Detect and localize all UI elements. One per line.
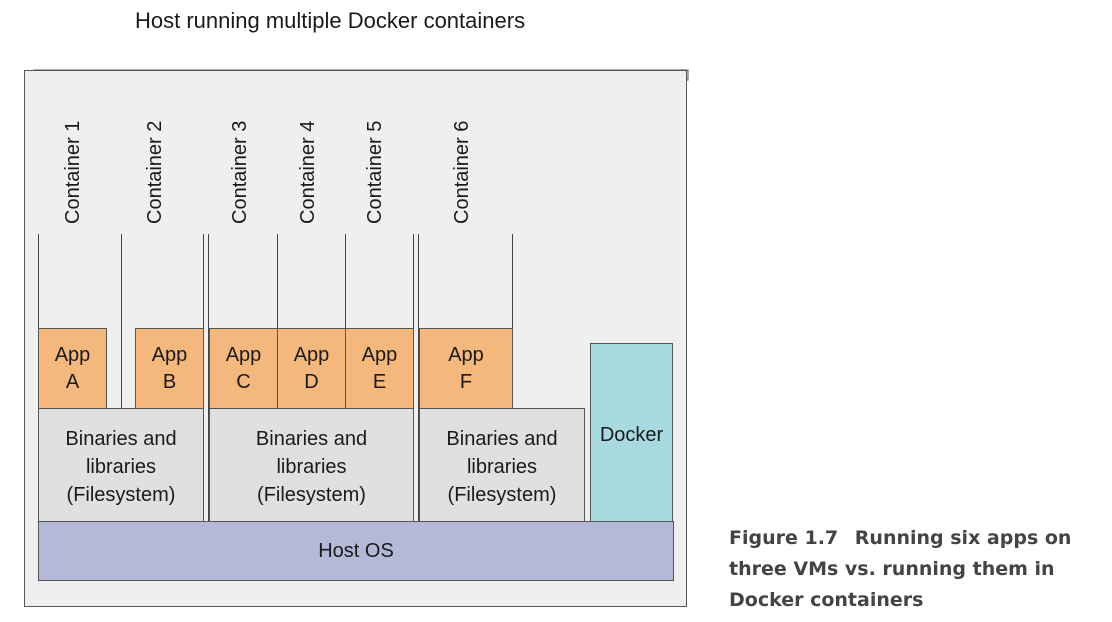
container-label-4: Container 4: [297, 120, 319, 224]
container-boundary-line: [512, 234, 513, 329]
binaries-line-1: Binaries and: [255, 428, 368, 450]
app-label: App: [225, 344, 262, 366]
app-box-e: App E: [345, 328, 414, 409]
app-box-c: App C: [209, 328, 278, 409]
binaries-line-3: (Filesystem): [257, 484, 366, 506]
binaries-box-3: Binaries and libraries (Filesystem): [419, 408, 585, 523]
binaries-line-3: (Filesystem): [447, 484, 557, 506]
container-boundary-line: [38, 234, 39, 329]
figure-caption: Figure 1.7 Running six apps on three VMs…: [729, 523, 1104, 616]
app-label: App: [448, 344, 484, 366]
app-letter: F: [459, 371, 473, 393]
app-label: App: [151, 344, 188, 366]
container-label-1: Container 1: [62, 120, 84, 224]
app-letter: C: [236, 371, 251, 393]
diagram-title: Host running multiple Docker containers: [135, 8, 526, 33]
figure-number: Figure 1.7: [729, 527, 839, 549]
container-label-2: Container 2: [144, 120, 166, 224]
binaries-box-2: Binaries and libraries (Filesystem): [209, 408, 414, 523]
container-label-3: Container 3: [229, 120, 251, 224]
app-label: App: [293, 344, 330, 366]
host-os-bar: Host OS: [38, 521, 674, 581]
binaries-line-2: libraries: [466, 456, 538, 478]
binaries-line-2: libraries: [85, 456, 157, 478]
binaries-line-1: Binaries and: [446, 428, 558, 450]
container-boundary-line: [121, 234, 122, 409]
app-letter: A: [65, 371, 80, 393]
app-label: App: [54, 344, 91, 366]
app-letter: D: [304, 371, 319, 393]
binaries-line-2: libraries: [276, 456, 347, 478]
container-boundary-line: [208, 234, 209, 523]
figure-caption-text: Running six apps on three VMs vs. runnin…: [729, 527, 1072, 611]
app-label: App: [361, 344, 398, 366]
container-label-5: Container 5: [364, 120, 386, 224]
container-label-6: Container 6: [451, 120, 473, 224]
container-boundary-line: [277, 234, 278, 329]
app-box-d: App D: [277, 328, 346, 409]
app-letter: B: [162, 371, 177, 393]
app-box-b: App B: [135, 328, 204, 409]
app-box-a: App A: [38, 328, 107, 409]
app-letter: E: [372, 371, 387, 393]
docker-engine-box: Docker: [590, 343, 673, 523]
app-box-f: App F: [419, 328, 513, 409]
binaries-box-1: Binaries and libraries (Filesystem): [38, 408, 204, 523]
container-boundary-line: [345, 234, 346, 329]
binaries-line-3: (Filesystem): [66, 484, 176, 506]
binaries-line-1: Binaries and: [65, 428, 177, 450]
container-boundary-line: [418, 234, 419, 523]
